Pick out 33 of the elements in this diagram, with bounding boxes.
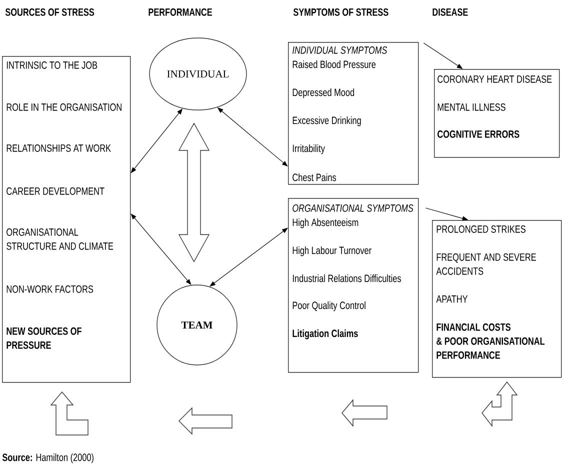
column-heading: DISEASE bbox=[432, 8, 468, 16]
list-item: Depressed Mood bbox=[292, 88, 354, 98]
list-item: ORGANISATIONAL STRUCTURE AND CLIMATE bbox=[6, 228, 114, 250]
list-item: ROLE IN THE ORGANISATION bbox=[6, 103, 122, 111]
list-item: FINANCIAL COSTS & POOR ORGANISATIONAL PERFORMANCE bbox=[436, 323, 545, 359]
list-item: Litigation Claims bbox=[292, 329, 358, 340]
list-item: High Labour Turnover bbox=[292, 246, 372, 256]
column-heading: PERFORMANCE bbox=[148, 8, 212, 16]
list-item: INTRINSIC TO THE JOB bbox=[6, 61, 98, 69]
list-item: Chest Pains bbox=[292, 173, 336, 182]
list-item: PROLONGED STRIKES bbox=[436, 225, 526, 233]
box-heading: ORGANISATIONAL SYMPTOMS bbox=[292, 204, 414, 212]
list-item: Raised Blood Pressure bbox=[292, 60, 376, 68]
list-item: CAREER DEVELOPMENT bbox=[6, 187, 104, 195]
circle-node: TEAM bbox=[156, 284, 238, 366]
column-heading: SYMPTOMS OF STRESS bbox=[293, 8, 388, 16]
list-item: Poor Quality Control bbox=[292, 301, 366, 312]
list-item: COGNITIVE ERRORS bbox=[438, 130, 520, 138]
list-item: APATHY bbox=[436, 295, 468, 303]
list-item: Industrial Relations Difficulties bbox=[292, 274, 401, 282]
list-item: MENTAL ILLNESS bbox=[438, 103, 506, 111]
box-heading: INDIVIDUAL SYMPTOMS bbox=[292, 46, 388, 54]
list-item: RELATIONSHIPS AT WORK bbox=[6, 144, 111, 152]
list-item: FREQUENT AND SEVERE ACCIDENTS bbox=[436, 253, 536, 275]
list-item: NON-WORK FACTORS bbox=[6, 285, 94, 293]
list-item: Irritability bbox=[292, 144, 325, 154]
list-item: High Absenteeism bbox=[292, 218, 358, 228]
column-heading: SOURCES OF STRESS bbox=[5, 8, 94, 16]
list-item: CORONARY HEART DISEASE bbox=[438, 75, 552, 83]
source-note: Source: Hamilton (2000) bbox=[2, 453, 94, 464]
list-item: NEW SOURCES OF PRESSURE bbox=[6, 327, 82, 349]
list-item: Excessive Drinking bbox=[292, 116, 361, 126]
ellipse-node: INDIVIDUAL bbox=[149, 38, 247, 110]
